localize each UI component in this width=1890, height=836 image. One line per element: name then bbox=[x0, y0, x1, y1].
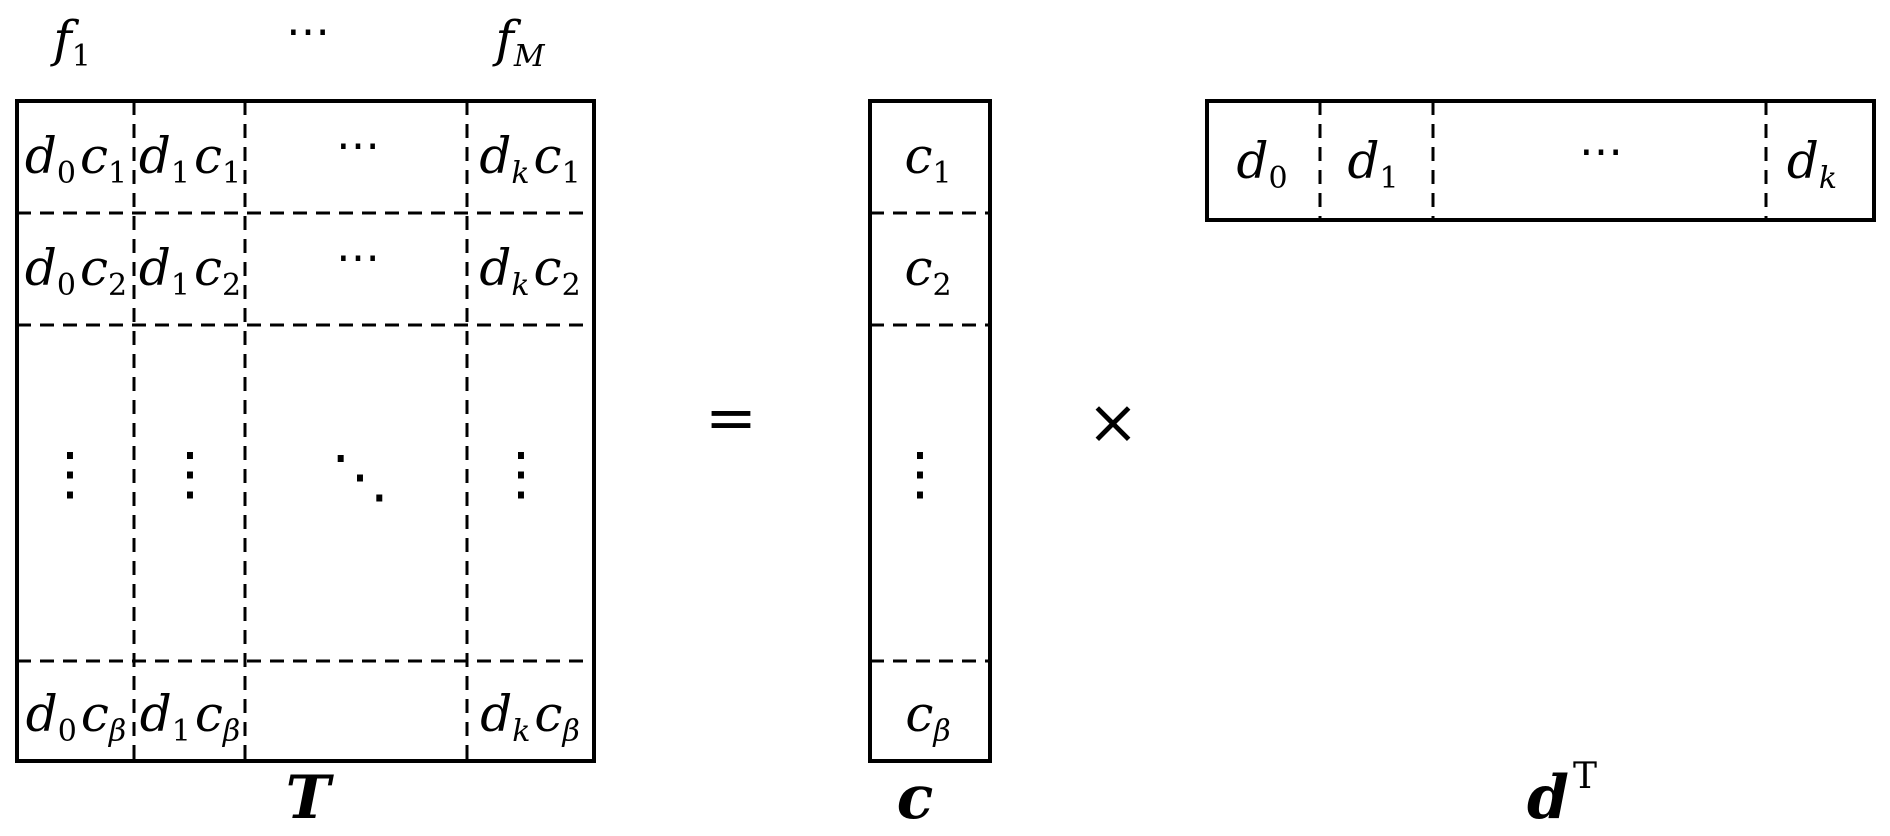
vector-c: c1 c2 ⋮ cβ c bbox=[868, 99, 992, 833]
equals-sign: = bbox=[705, 381, 757, 454]
cell-d1cbeta: d1cβ bbox=[140, 685, 240, 749]
column-headers: f1 ⋯ fM bbox=[49, 6, 546, 74]
cell-vdots-col1: ⋮ bbox=[41, 439, 99, 507]
cell-ellipsis-row2: ⋯ bbox=[336, 232, 380, 283]
vector-d-border bbox=[1205, 99, 1876, 222]
cell-d0: d0 bbox=[1236, 132, 1287, 196]
cell-ddots: ⋱ bbox=[331, 442, 389, 510]
cell-d-ellipsis: ⋯ bbox=[1579, 126, 1623, 177]
vector-c-label: c bbox=[897, 763, 934, 831]
cell-dkc1: dkc1 bbox=[479, 127, 580, 191]
cell-d0c1: d0c1 bbox=[25, 127, 127, 191]
times-sign: × bbox=[1087, 385, 1139, 458]
cell-ellipsis-row1: ⋯ bbox=[336, 120, 380, 171]
matrix-T-border bbox=[15, 99, 596, 763]
cell-cbeta: cβ bbox=[905, 685, 950, 749]
cell-vdots-col2: ⋮ bbox=[161, 439, 219, 507]
col-header-ellipsis: ⋯ bbox=[286, 6, 330, 57]
cell-c2: c2 bbox=[904, 239, 951, 303]
cell-vdots-colM: ⋮ bbox=[492, 439, 550, 507]
cell-dk: dk bbox=[1787, 132, 1837, 196]
cell-dkc2: dkc2 bbox=[479, 239, 580, 303]
col-header-f1: f1 bbox=[49, 10, 91, 74]
cell-dkcbeta: dkcβ bbox=[480, 685, 580, 749]
col-header-fm: fM bbox=[491, 10, 546, 74]
matrix-T: d0c1 d1c1 ⋯ dkc1 d0c2 d1c2 ⋯ dkc2 ⋮ ⋮ ⋱ … bbox=[15, 99, 596, 833]
cell-c1: c1 bbox=[904, 127, 951, 191]
cell-d0c2: d0c2 bbox=[25, 239, 127, 303]
cell-d1c1: d1c1 bbox=[139, 127, 241, 191]
cell-d1: d1 bbox=[1347, 132, 1398, 196]
cell-d0cbeta: d0cβ bbox=[26, 685, 126, 749]
vector-c-border bbox=[868, 99, 992, 763]
cell-c-vdots: ⋮ bbox=[891, 439, 949, 507]
matrix-T-label: T bbox=[286, 763, 335, 831]
cell-d1c2: d1c2 bbox=[139, 239, 241, 303]
